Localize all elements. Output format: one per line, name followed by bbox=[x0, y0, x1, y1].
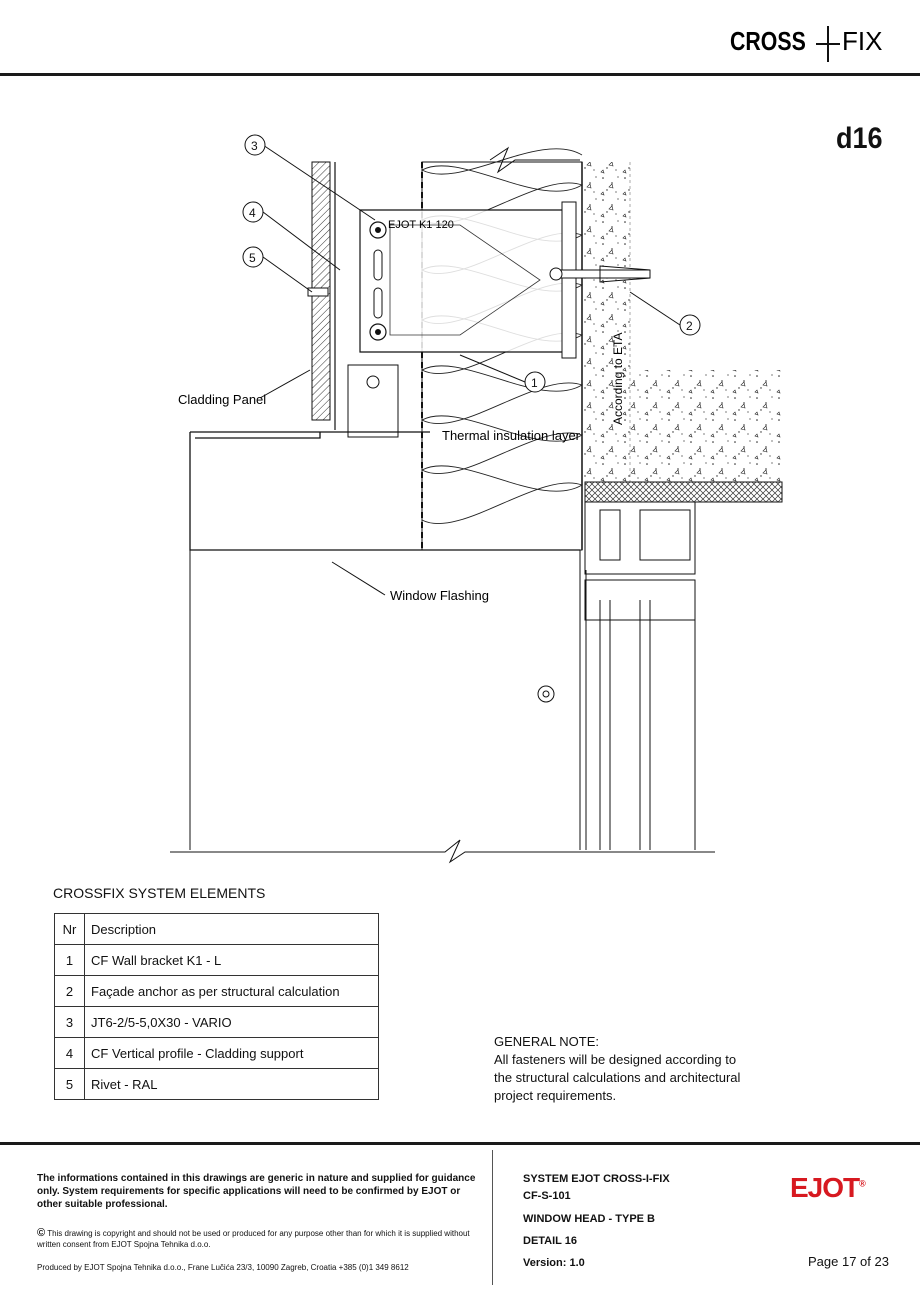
general-note-title: GENERAL NOTE: bbox=[494, 1034, 599, 1049]
callout-3: 3 bbox=[251, 139, 258, 153]
copyright-icon: © bbox=[37, 1227, 46, 1239]
row-nr: 5 bbox=[54, 1068, 85, 1100]
footer-detail: DETAIL 16 bbox=[523, 1235, 577, 1247]
footer-code: CF-S-101 bbox=[523, 1190, 571, 1202]
row-description: CF Vertical profile - Cladding support bbox=[84, 1037, 379, 1069]
copyright-text: This drawing is copyright and should not… bbox=[37, 1229, 470, 1249]
table-row: 3 JT6-2/5-5,0X30 - VARIO bbox=[54, 1006, 379, 1038]
row-description: Rivet - RAL bbox=[84, 1068, 379, 1100]
general-note-text: All fasteners will be designed according… bbox=[494, 1052, 741, 1103]
ejot-logo-text: EJOT bbox=[790, 1172, 860, 1203]
callout-5: 5 bbox=[249, 251, 256, 265]
ejot-registered-mark: ® bbox=[859, 1178, 866, 1189]
callout-1: 1 bbox=[531, 376, 538, 390]
footer-title: WINDOW HEAD - TYPE B bbox=[523, 1213, 655, 1225]
footer-version: Version: 1.0 bbox=[523, 1257, 585, 1269]
row-description: JT6-2/5-5,0X30 - VARIO bbox=[84, 1006, 379, 1038]
footer-copyright: © This drawing is copyright and should n… bbox=[37, 1228, 477, 1250]
window-frame bbox=[579, 501, 696, 850]
table-header-row: Nr Description bbox=[54, 913, 379, 945]
row-description: Façade anchor as per structural calculat… bbox=[84, 975, 379, 1007]
table-row: 5 Rivet - RAL bbox=[54, 1068, 379, 1100]
row-description: CF Wall bracket K1 - L bbox=[84, 944, 379, 976]
detail-code: d16 bbox=[836, 122, 883, 155]
technical-drawing: EJOT K1 120 bbox=[160, 130, 800, 870]
footer-produced-by: Produced by EJOT Spojna Tehnika d.o.o., … bbox=[37, 1263, 409, 1272]
callout-2: 2 bbox=[686, 319, 693, 333]
header-rule bbox=[0, 73, 920, 76]
crossfix-logo: CROSS FIX bbox=[730, 22, 890, 62]
column-header-nr: Nr bbox=[54, 913, 85, 945]
table-row: 2 Façade anchor as per structural calcul… bbox=[54, 975, 379, 1007]
elements-table: Nr Description 1 CF Wall bracket K1 - L … bbox=[54, 913, 379, 1100]
lintel-block bbox=[584, 481, 783, 503]
page-number: Page 17 of 23 bbox=[808, 1254, 889, 1269]
facade-anchor bbox=[549, 265, 651, 283]
row-nr: 4 bbox=[54, 1037, 85, 1069]
label-cladding-panel: Cladding Panel bbox=[178, 392, 266, 407]
window-flashing bbox=[189, 431, 580, 551]
footer-system: SYSTEM EJOT CROSS-I-FIX bbox=[523, 1173, 670, 1185]
profile-clip bbox=[347, 364, 399, 438]
label-according-eta: According to ETA bbox=[611, 333, 625, 425]
logo-left-text: CROSS bbox=[730, 27, 806, 57]
callouts: 3 4 5 2 1 bbox=[242, 134, 701, 393]
callout-4: 4 bbox=[249, 206, 256, 220]
table-row: 4 CF Vertical profile - Cladding support bbox=[54, 1037, 379, 1069]
column-header-description: Description bbox=[84, 913, 379, 945]
table-row: 1 CF Wall bracket K1 - L bbox=[54, 944, 379, 976]
label-window-flashing: Window Flashing bbox=[390, 588, 489, 603]
concrete-wall bbox=[582, 162, 782, 482]
row-nr: 2 bbox=[54, 975, 85, 1007]
footer-disclaimer: The informations contained in this drawi… bbox=[37, 1173, 476, 1210]
footer-rule bbox=[0, 1142, 920, 1145]
row-nr: 3 bbox=[54, 1006, 85, 1038]
bracket-marking: EJOT K1 120 bbox=[388, 219, 454, 231]
row-nr: 1 bbox=[54, 944, 85, 976]
general-note: GENERAL NOTE: All fasteners will be desi… bbox=[494, 1033, 754, 1105]
elements-title: CROSSFIX SYSTEM ELEMENTS bbox=[53, 885, 266, 901]
ejot-logo: EJOT® bbox=[790, 1172, 866, 1204]
rivet bbox=[307, 287, 329, 297]
footer-divider bbox=[492, 1150, 493, 1285]
label-thermal-insulation: Thermal insulation layer bbox=[442, 428, 581, 443]
logo-right-text: FIX bbox=[842, 26, 882, 56]
